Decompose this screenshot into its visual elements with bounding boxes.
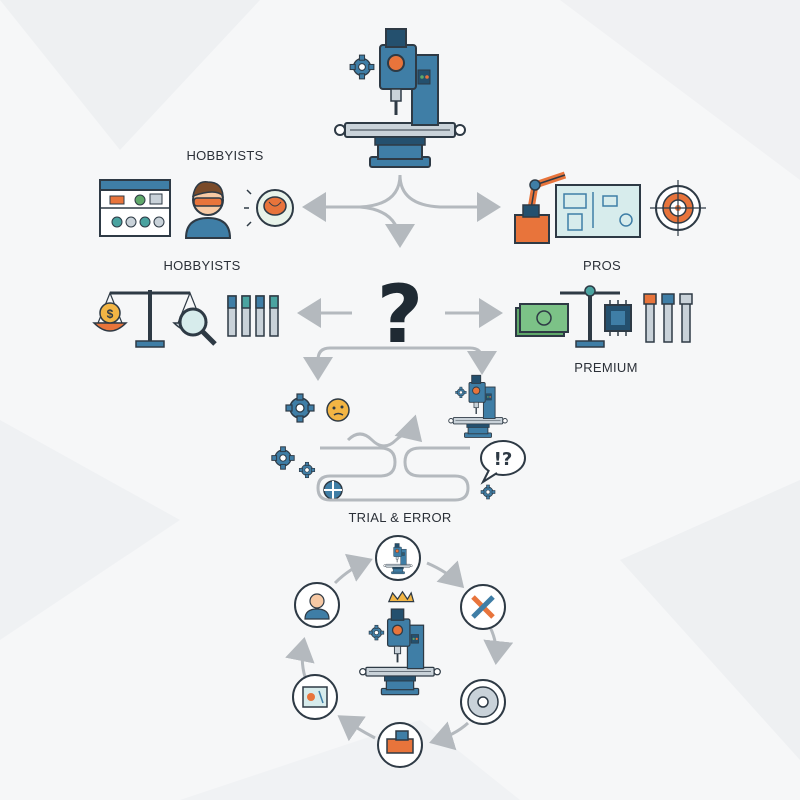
money-symbol: $ [107,307,114,321]
magnifying-glass-icon [178,307,217,346]
hobby-workshop-icon [99,179,171,237]
question-mark: ? [377,268,423,361]
pros-label: PROS [583,258,621,273]
wrenches-icon [643,293,693,343]
blueprint-icon [555,184,641,238]
hobbyist-person-icon [184,181,232,239]
hobbyists-label-top: HOBBYISTS [186,148,263,163]
cycle-node-vise [377,722,423,768]
cycle-arrows [285,553,514,751]
premium-scale-icon [560,285,620,348]
trial-error-label: TRIAL & ERROR [348,510,451,525]
target-icon [650,180,706,236]
hobbyists-label-mid: HOBBYISTS [163,258,240,273]
cycle-node-blueprint [292,674,338,720]
trial-branch-arrows [303,346,497,381]
cycle-node-tools [460,584,506,630]
small-mill-icon [448,374,508,439]
premium-label: PREMIUM [574,360,638,375]
top-split-arrows [302,174,501,248]
cycle-node-disc [460,679,506,725]
milling-machine-icon [333,27,467,169]
crowned-mill-icon [358,590,442,696]
robotic-arm-icon [514,171,567,244]
confused-face-icon [326,398,350,422]
speech-bubble-icon: !? [480,440,526,485]
cash-stack-icon [515,303,569,337]
speech-bubble-text: !? [494,449,513,470]
trial-error-path [316,414,470,502]
cycle-node-mill [375,535,421,581]
crosshair-icon [323,480,343,500]
cycle-node-person [294,582,340,628]
microchip-icon [604,300,632,336]
brain-idea-icon [244,189,294,227]
end-mills-icon [227,295,279,337]
